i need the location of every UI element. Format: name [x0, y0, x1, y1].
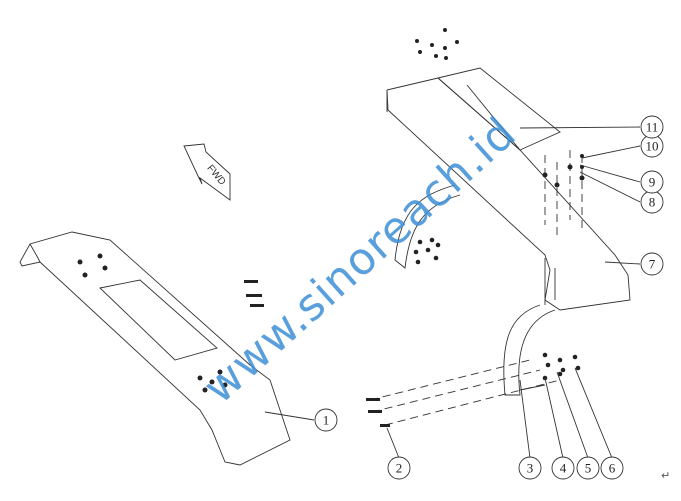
leader-lines	[264, 126, 641, 459]
left-fender-panel	[19, 231, 291, 466]
fwd-arrow-icon: FWD	[183, 143, 231, 201]
callout-9: 9	[640, 170, 664, 194]
return-mark-icon: ↵	[661, 469, 671, 482]
callout-11: 11	[640, 115, 664, 139]
right-fender-assembly	[386, 28, 631, 396]
svg-text:5: 5	[585, 461, 592, 476]
callout-10: 10	[640, 134, 664, 158]
svg-text:9: 9	[649, 175, 656, 190]
callout-4: 4	[551, 456, 575, 480]
callout-6: 6	[600, 456, 624, 480]
bolt-set-top-right	[542, 150, 585, 235]
bolt-set-left	[244, 280, 264, 307]
svg-text:3: 3	[527, 461, 534, 476]
svg-text:11: 11	[646, 120, 659, 135]
svg-text:10: 10	[646, 139, 659, 154]
svg-text:4: 4	[560, 461, 567, 476]
callout-2: 2	[387, 456, 411, 480]
svg-text:1: 1	[323, 413, 330, 428]
bolt-set-bottom	[366, 352, 581, 427]
callout-8: 8	[640, 190, 664, 214]
svg-text:6: 6	[609, 461, 616, 476]
svg-text:7: 7	[649, 257, 656, 272]
svg-text:8: 8	[649, 195, 656, 210]
svg-text:2: 2	[396, 461, 403, 476]
callout-5: 5	[576, 456, 600, 480]
callout-1: 1	[314, 408, 338, 432]
callout-3: 3	[518, 456, 542, 480]
callout-7: 7	[640, 252, 664, 276]
